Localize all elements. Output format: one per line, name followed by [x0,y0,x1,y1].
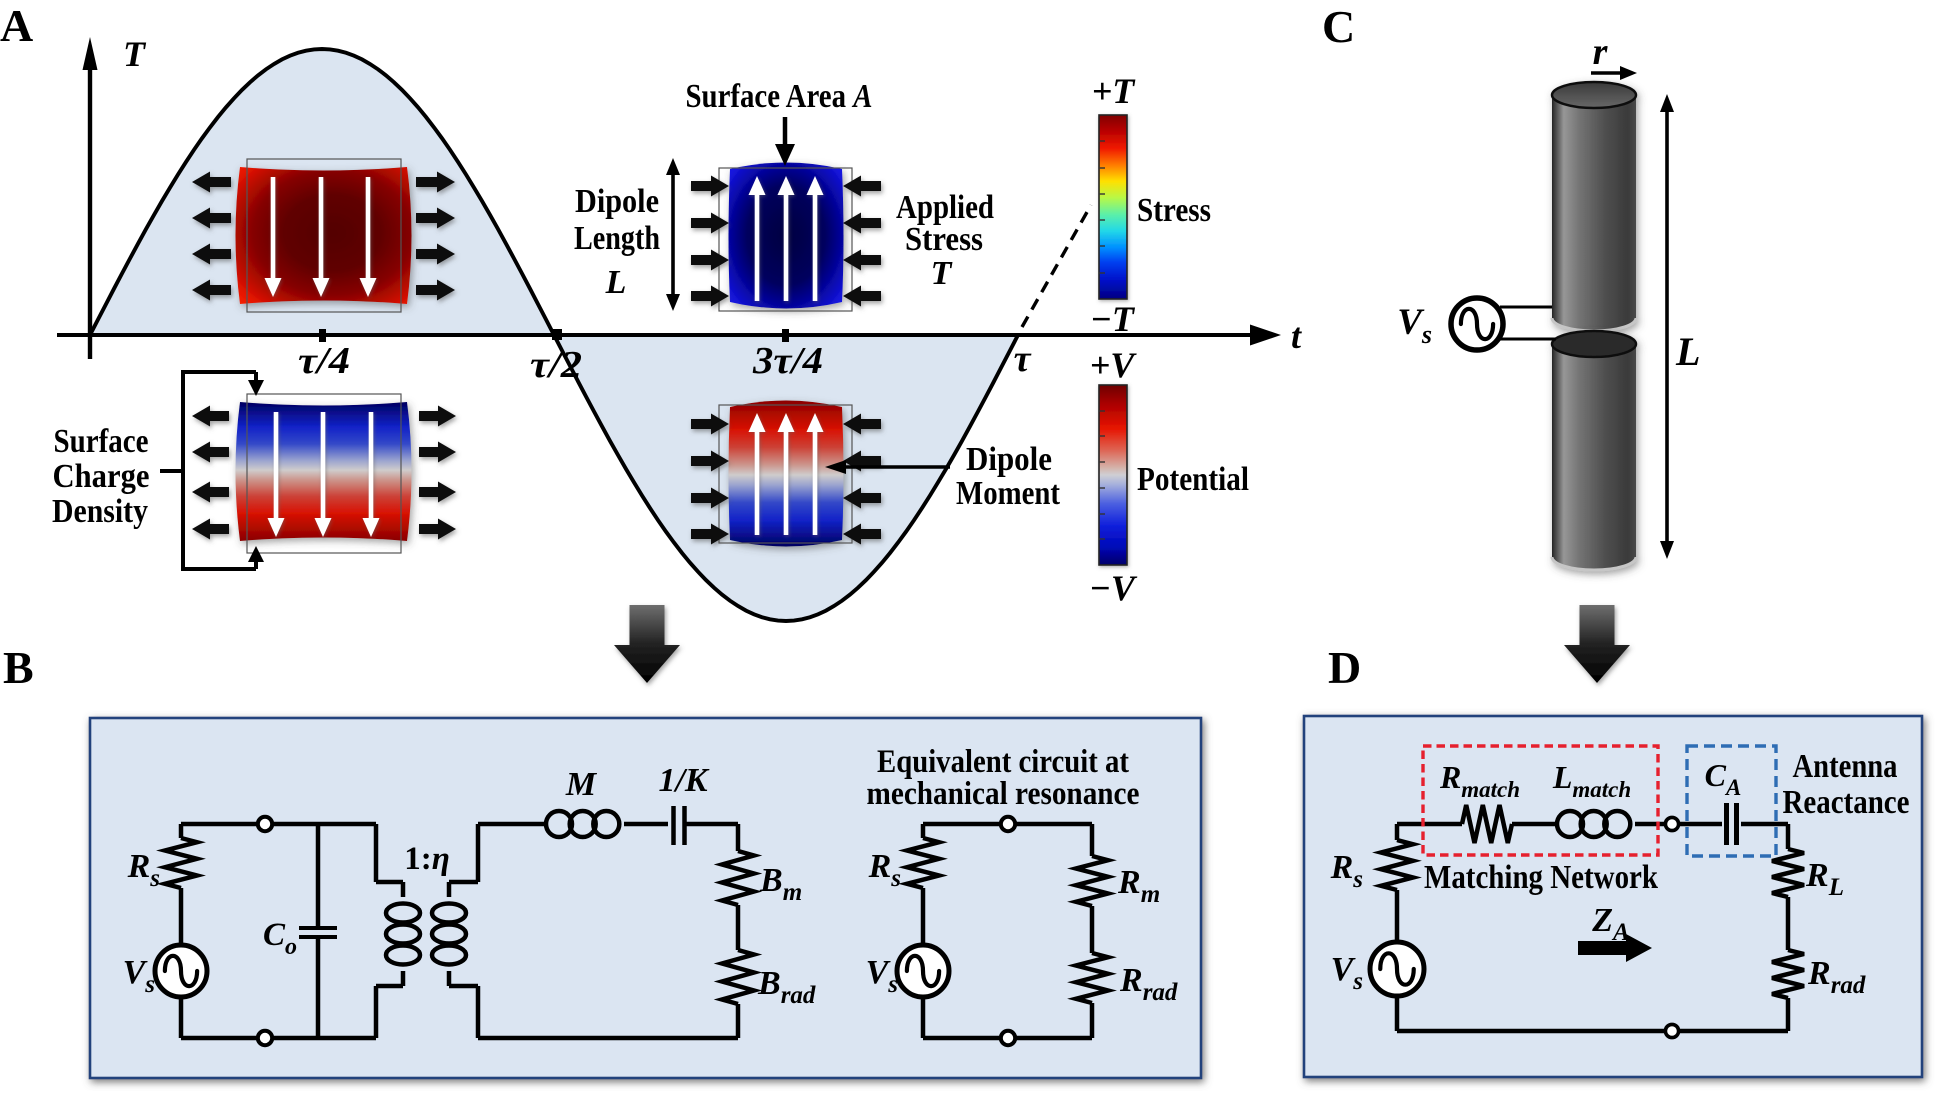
svg-text:r: r [1593,31,1609,73]
svg-text:A: A [0,0,33,51]
svg-text:M: M [565,766,598,803]
svg-text:L: L [605,264,627,301]
svg-text:Dipole: Dipole [966,441,1052,478]
svg-text:Surface: Surface [54,423,149,460]
svg-text:Surface Area A: Surface Area A [686,78,873,115]
svg-text:T: T [123,34,147,74]
svg-text:−V: −V [1089,568,1138,608]
svg-text:Density: Density [52,493,148,530]
svg-text:T: T [931,255,953,292]
svg-text:Length: Length [574,220,660,257]
svg-text:3τ/4: 3τ/4 [752,340,823,382]
svg-text:Rm: Rm [1117,864,1160,908]
svg-text:C: C [1322,1,1355,52]
svg-text:1/K: 1/K [658,762,709,799]
svg-text:L: L [1675,329,1700,374]
svg-text:D: D [1328,642,1361,693]
svg-text:Stress: Stress [905,221,983,258]
svg-text:Vs: Vs [123,954,155,998]
svg-text:Charge: Charge [53,458,150,495]
svg-text:Equivalent circuit at: Equivalent circuit at [877,744,1129,780]
svg-text:Applied: Applied [896,189,994,226]
svg-text:+T: +T [1092,71,1137,111]
svg-text:t: t [1291,316,1302,356]
svg-text:Antenna: Antenna [1793,748,1898,785]
svg-text:Stress: Stress [1137,192,1211,229]
svg-text:τ/4: τ/4 [298,340,350,382]
svg-text:−T: −T [1090,299,1136,339]
svg-text:+V: +V [1090,345,1138,385]
svg-text:RL: RL [1805,857,1844,901]
svg-text:Dipole: Dipole [575,183,659,220]
svg-text:τ/2: τ/2 [530,344,582,386]
svg-text:mechanical resonance: mechanical resonance [867,776,1140,812]
svg-text:Moment: Moment [956,475,1061,512]
svg-text:Matching Network: Matching Network [1424,859,1658,896]
svg-text:B: B [3,642,34,693]
svg-text:1:η: 1:η [404,841,450,877]
svg-text:Reactance: Reactance [1783,784,1910,821]
svg-text:τ: τ [1014,338,1032,380]
svg-text:Potential: Potential [1137,461,1249,498]
